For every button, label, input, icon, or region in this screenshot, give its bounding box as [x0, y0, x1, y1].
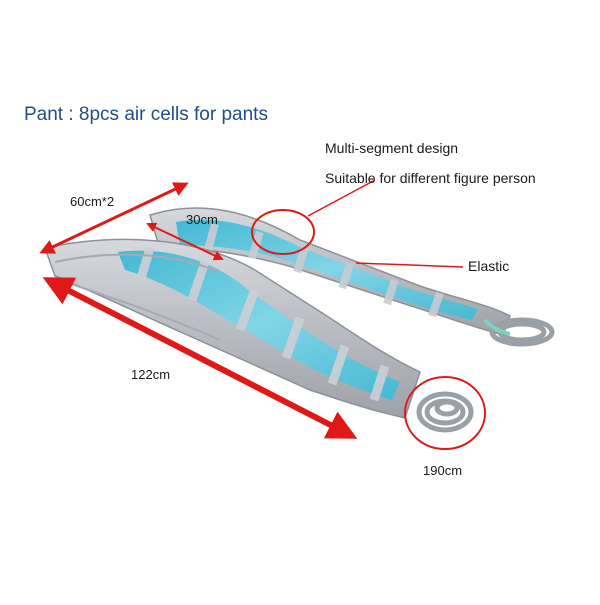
feature-figure-fit: Suitable for different figure person: [325, 170, 536, 186]
width-arrow: [39, 182, 189, 254]
multi-segment-circle: [251, 209, 315, 255]
cell-width-label: 30cm: [186, 212, 218, 227]
page-title: Pant : 8pcs air cells for pants: [24, 104, 268, 125]
length-arrow: [42, 277, 358, 439]
air-cell-strip-back: [176, 219, 478, 320]
length-label: 122cm: [131, 367, 171, 382]
elastic-label: Elastic: [468, 258, 510, 274]
feature-multi-segment: Multi-segment design: [325, 140, 459, 156]
air-tube-right: [483, 317, 555, 347]
multi-segment-leader: [307, 179, 376, 217]
air-tube-bottom: [416, 391, 474, 433]
width-label: 60cm*2: [70, 194, 115, 209]
tube-length-label: 190cm: [423, 463, 463, 478]
cell-width-arrow: [146, 222, 224, 261]
elastic-leader: [355, 262, 464, 268]
tube-circle: [404, 376, 486, 450]
dimension-annotations: [39, 179, 486, 450]
